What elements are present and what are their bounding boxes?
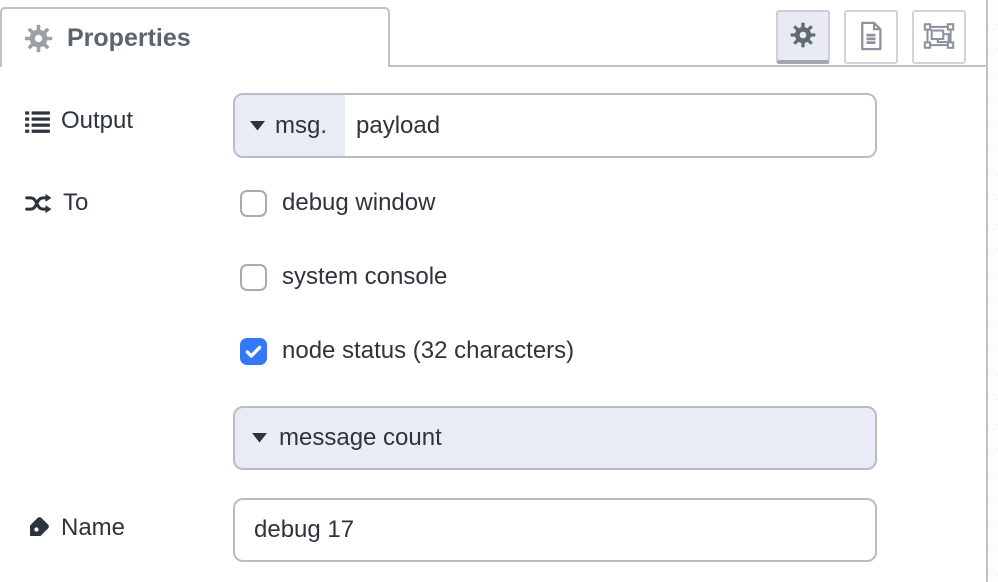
appearance-button[interactable] <box>912 10 966 64</box>
name-label: Name <box>61 514 126 541</box>
system-console-row: system console <box>240 263 447 291</box>
properties-button[interactable] <box>776 10 830 64</box>
status-type-label: message count <box>279 424 442 451</box>
tag-icon <box>24 515 51 542</box>
file-text-icon <box>856 19 886 56</box>
caret-down-icon <box>252 433 267 443</box>
checkmark-icon <box>245 345 262 358</box>
checkbox-debug-window[interactable] <box>240 189 267 217</box>
gear-icon <box>23 23 54 54</box>
tab-title: Properties <box>67 23 191 52</box>
object-group-icon <box>922 20 956 55</box>
dialog-header: Properties <box>0 0 986 67</box>
output-label: Output <box>61 107 134 134</box>
typedinput-type-label: msg. <box>275 111 328 139</box>
gear-icon <box>789 21 817 52</box>
name-label-row: Name <box>24 511 125 545</box>
debug-window-row: debug window <box>240 189 435 217</box>
node-status-label[interactable]: node status (32 characters) <box>282 337 575 364</box>
list-icon <box>24 108 51 135</box>
debug-window-label[interactable]: debug window <box>282 189 436 216</box>
to-label: To <box>63 189 89 216</box>
shuffle-icon <box>24 190 53 217</box>
tab-properties[interactable]: Properties <box>0 7 390 67</box>
node-status-row: node status (32 characters) <box>240 337 574 365</box>
checkbox-system-console[interactable] <box>240 263 267 291</box>
edit-dialog-toolbar <box>776 10 966 64</box>
system-console-label[interactable]: system console <box>282 263 448 290</box>
checkbox-node-status[interactable] <box>240 337 267 365</box>
to-label-row: To <box>24 186 88 220</box>
name-input[interactable] <box>233 498 877 562</box>
output-label-row: Output <box>24 104 133 138</box>
typedinput-type-button[interactable]: msg. <box>235 95 345 156</box>
caret-down-icon <box>250 120 265 131</box>
output-property-input[interactable] <box>345 95 875 156</box>
output-typedinput: msg. <box>233 93 877 158</box>
description-button[interactable] <box>844 10 898 64</box>
workspace-edge <box>986 0 998 582</box>
status-type-select[interactable]: message count <box>233 406 877 470</box>
tab-bar-divider <box>390 65 986 67</box>
